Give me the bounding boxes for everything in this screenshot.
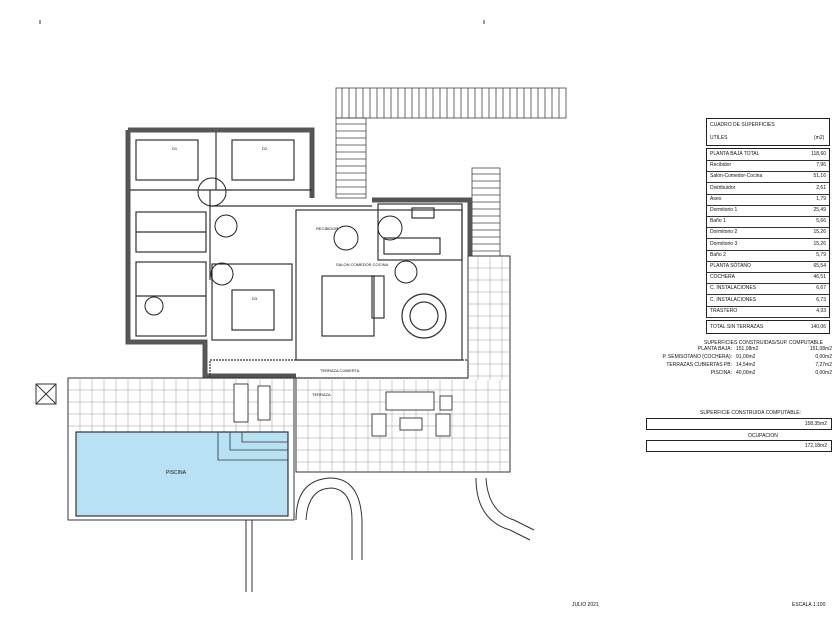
surfaces-table-title: CUADRO DE SUPERFICIES xyxy=(710,122,775,128)
surfaces-header-left: UTILES xyxy=(710,135,728,141)
surfaces-row-value: 6,73 xyxy=(816,296,826,303)
computable-box: 158,35m2 xyxy=(646,418,832,430)
surfaces-row-label: PLANTA BAJA TOTAL xyxy=(710,151,760,157)
computable-title: SUPERFICIE CONSTRUIDA COMPUTABLE: xyxy=(700,410,802,416)
surfaces-row-label: Dormitorio 1 xyxy=(710,207,738,213)
surfaces-row: Dormitorio 3 15,26 xyxy=(707,239,829,251)
bedroom3-label: D3 xyxy=(252,296,258,301)
built-row-label: TERRAZAS CUBIERTAS PB: xyxy=(666,362,732,368)
bedroom1-label: D1 xyxy=(172,146,178,151)
surfaces-total-value: 140,06 xyxy=(810,324,826,330)
surfaces-row: C. INSTALACIONES 6,67 xyxy=(707,283,829,296)
surfaces-row-value: 7,96 xyxy=(816,162,826,169)
surfaces-row-label: Baño 2 xyxy=(710,251,726,258)
built-row-built: 14,54m2 xyxy=(736,362,756,368)
bedroom2-label: D2 xyxy=(262,146,268,151)
surfaces-row: PLANTA SÓTANO 65,54 xyxy=(707,261,829,273)
surfaces-row-value: 6,67 xyxy=(816,285,826,292)
surfaces-row: Dormitorio 2 15,26 xyxy=(707,227,829,240)
pool-label: PISCINA xyxy=(166,470,187,476)
surfaces-row-value: 51,16 xyxy=(813,173,826,180)
occupation-title: OCUPACION xyxy=(748,433,778,439)
built-row-label: P. SEMISOTANO (COCHERA): xyxy=(662,354,732,360)
surfaces-row: TRASTERO 4,93 xyxy=(707,306,829,318)
surfaces-total-row: TOTAL SIN TERRAZAS 140,06 xyxy=(706,320,830,334)
surfaces-row-value: 118,60 xyxy=(811,151,826,157)
swimming-pool xyxy=(75,431,289,517)
drawing-date: JULIO 2021 xyxy=(572,602,599,608)
surfaces-row: PLANTA BAJA TOTAL 118,60 xyxy=(707,149,829,161)
surfaces-row-value: 1,79 xyxy=(816,195,826,202)
surfaces-row-value: 15,26 xyxy=(813,229,826,236)
surfaces-row-label: Distribuidor xyxy=(710,184,736,191)
built-row-computable: 7,27m2 xyxy=(815,362,832,368)
utility-box xyxy=(35,383,57,405)
built-row-computable: 0,00m2 xyxy=(815,354,832,360)
surfaces-row-label: Dormitorio 2 xyxy=(710,229,738,236)
built-row-computable: 151,08m2 xyxy=(809,346,832,352)
pool-steps xyxy=(217,432,288,461)
surfaces-row-label: Recibidor xyxy=(710,162,732,169)
built-surfaces-title: SUPERFICIES CONSTRUIDAS/SUP. COMPUTABLE xyxy=(704,340,824,346)
house-inner-walls xyxy=(130,132,469,379)
surfaces-row-label: COCHERA xyxy=(710,274,736,281)
surfaces-total-label: TOTAL SIN TERRAZAS xyxy=(710,324,764,330)
surfaces-row-value: 4,93 xyxy=(816,307,826,314)
garden-paths xyxy=(245,477,535,592)
drawing-scale: ESCALA 1:100 xyxy=(792,602,826,608)
surfaces-row-label: Aseo xyxy=(710,195,722,202)
surfaces-row-value: 5,79 xyxy=(816,251,826,258)
computable-value: 158,35m2 xyxy=(804,421,827,427)
hall-label: RECIBIDOR xyxy=(316,226,339,231)
surfaces-table-header xyxy=(706,118,830,146)
house-walls xyxy=(125,127,473,379)
surfaces-table: CUADRO DE SUPERFICIES UTILES (m2) PLANTA… xyxy=(706,118,830,334)
occupation-box: 172,18m2 xyxy=(646,440,832,452)
surfaces-row: Distribuidor 2,61 xyxy=(707,183,829,195)
surfaces-row-label: C. INSTALACIONES xyxy=(710,285,757,292)
surfaces-row-value: 46,51 xyxy=(813,274,826,281)
surfaces-row-value: 15,26 xyxy=(813,240,826,247)
surfaces-row: COCHERA 46,51 xyxy=(707,272,829,285)
surfaces-row-label: PLANTA SÓTANO xyxy=(710,263,751,269)
occupation-value: 172,18m2 xyxy=(804,443,827,449)
built-row-label: PLANTA BAJA: xyxy=(697,346,732,352)
built-row-label: PISCINA: xyxy=(710,370,732,376)
surfaces-row-value: 25,49 xyxy=(813,207,826,213)
surfaces-row-label: Baño 1 xyxy=(710,218,726,225)
built-surfaces-block: PLANTA BAJA: 151,08m2 151,08m2 P. SEMISOTAN… xyxy=(620,346,832,386)
surfaces-row-label: C. INSTALACIONES xyxy=(710,296,757,303)
surfaces-row-label: Salón-Comedor-Cocina xyxy=(710,173,763,180)
living-label: SALON COMEDOR COCINA xyxy=(336,262,389,267)
side-stairs xyxy=(471,167,501,257)
built-row-built: 91,00m2 xyxy=(736,354,756,360)
surfaces-row: Salón-Comedor-Cocina 51,16 xyxy=(707,171,829,184)
surfaces-row: Dormitorio 1 25,49 xyxy=(707,205,829,217)
surfaces-row: Aseo 1,79 xyxy=(707,194,829,206)
built-row-built: 40,00m2 xyxy=(736,370,756,376)
surfaces-row-label: Dormitorio 3 xyxy=(710,240,738,247)
door-swings xyxy=(144,177,418,316)
surfaces-row: C. INSTALACIONES 6,73 xyxy=(707,295,829,307)
surfaces-row: Recibidor 7,96 xyxy=(707,160,829,173)
surfaces-row-value: 5,66 xyxy=(816,218,826,225)
surfaces-row: Baño 1 5,66 xyxy=(707,216,829,229)
built-row-computable: 0,00m2 xyxy=(815,370,832,376)
surfaces-header-right: (m2) xyxy=(814,135,825,141)
built-row-built: 151,08m2 xyxy=(736,346,759,352)
surfaces-row-label: TRASTERO xyxy=(710,307,738,314)
exterior-stairs xyxy=(335,87,567,199)
covered-terrace-label: TERRAZA CUBIERTA xyxy=(320,368,360,373)
surfaces-row-value: 2,61 xyxy=(816,184,826,191)
surfaces-row-value: 65,54 xyxy=(813,263,826,269)
surfaces-row: Baño 2 5,79 xyxy=(707,250,829,262)
terrace-furniture xyxy=(233,383,453,437)
terrace-label: TERRAZA xyxy=(312,392,331,397)
